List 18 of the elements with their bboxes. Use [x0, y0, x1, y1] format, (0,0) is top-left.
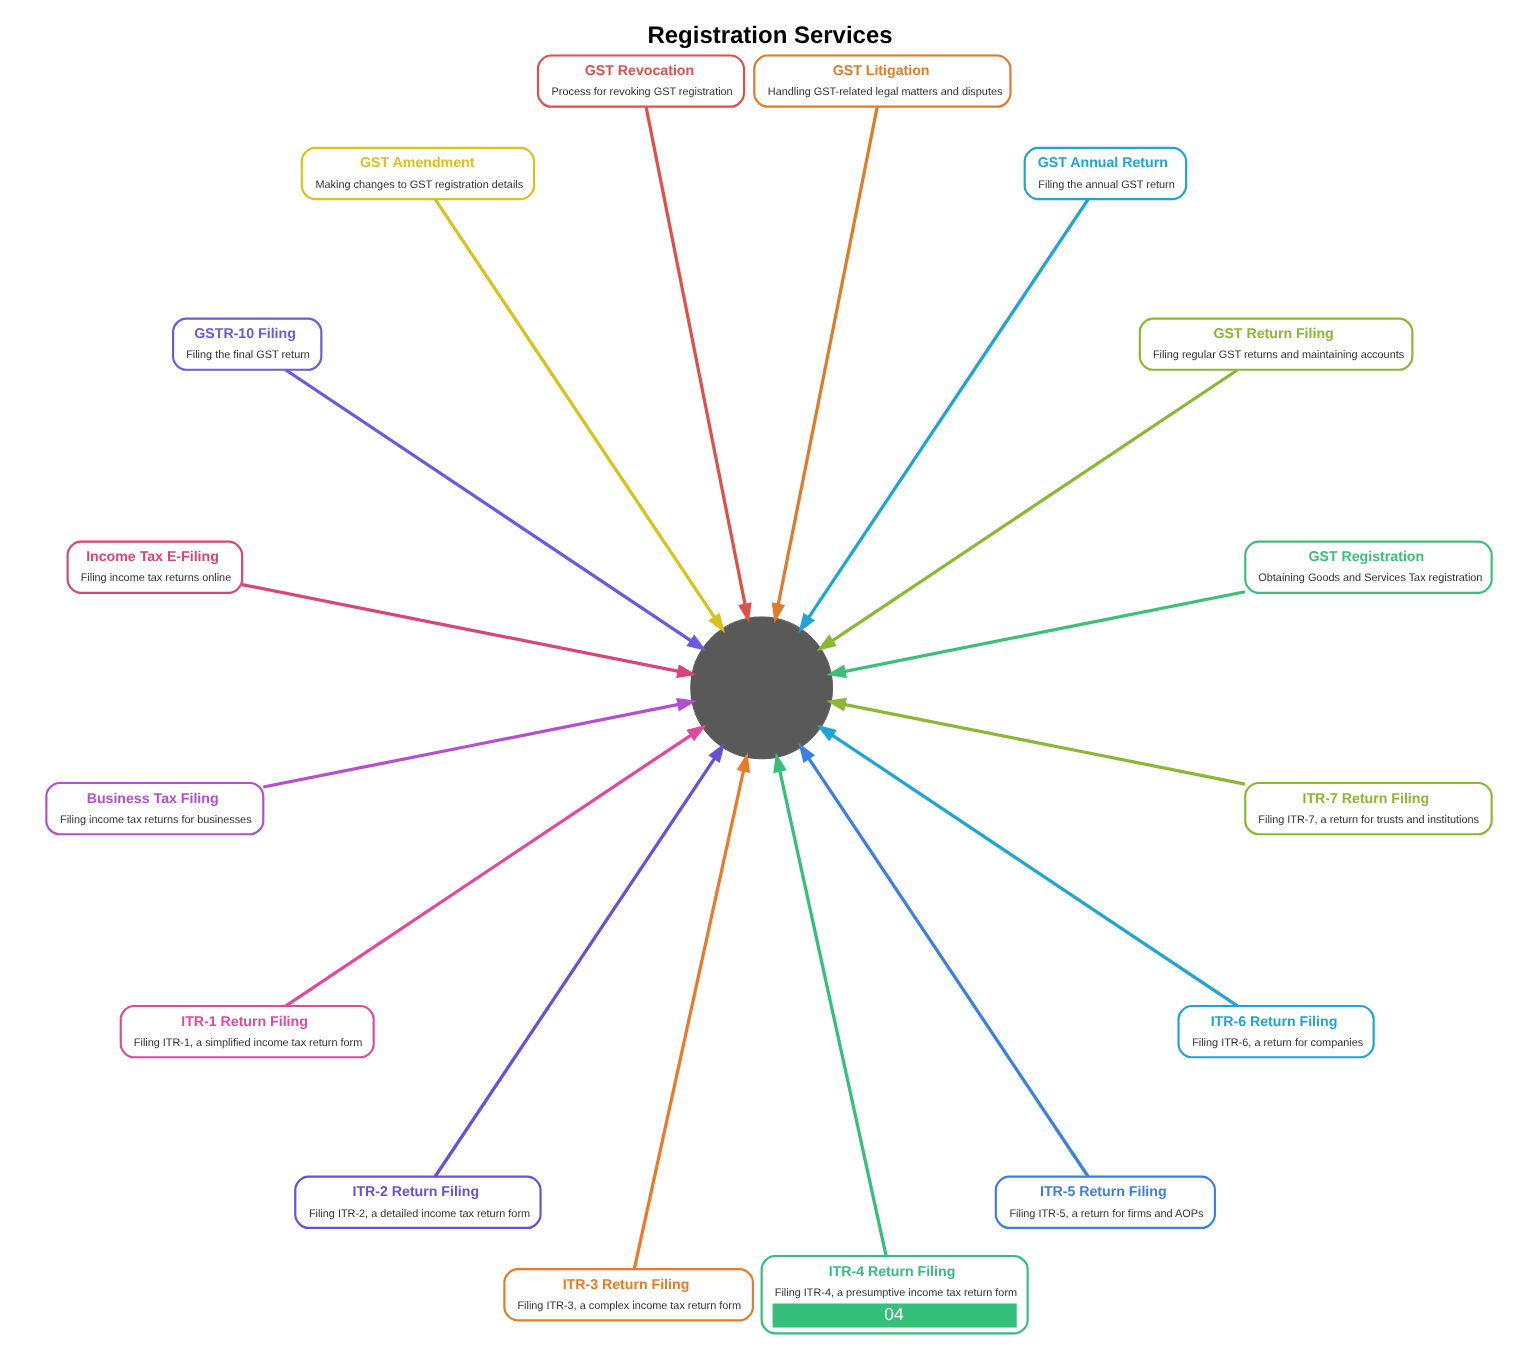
arrow	[240, 582, 696, 678]
arrow	[432, 742, 724, 1178]
arrow	[283, 724, 706, 1008]
arrow	[643, 106, 751, 623]
arrow	[797, 198, 1089, 633]
arrow	[815, 724, 1238, 1008]
diagram-title: Registration Services	[646, 21, 892, 50]
arrow	[770, 106, 878, 623]
node-circle	[689, 616, 833, 760]
arrow	[797, 742, 1089, 1178]
arrow	[825, 590, 1245, 678]
arrow	[825, 697, 1245, 786]
arrow	[815, 368, 1238, 652]
arrow	[631, 752, 750, 1270]
arrow	[283, 368, 706, 652]
arrow	[432, 198, 724, 633]
arrow	[772, 752, 887, 1257]
arrow	[262, 697, 696, 789]
